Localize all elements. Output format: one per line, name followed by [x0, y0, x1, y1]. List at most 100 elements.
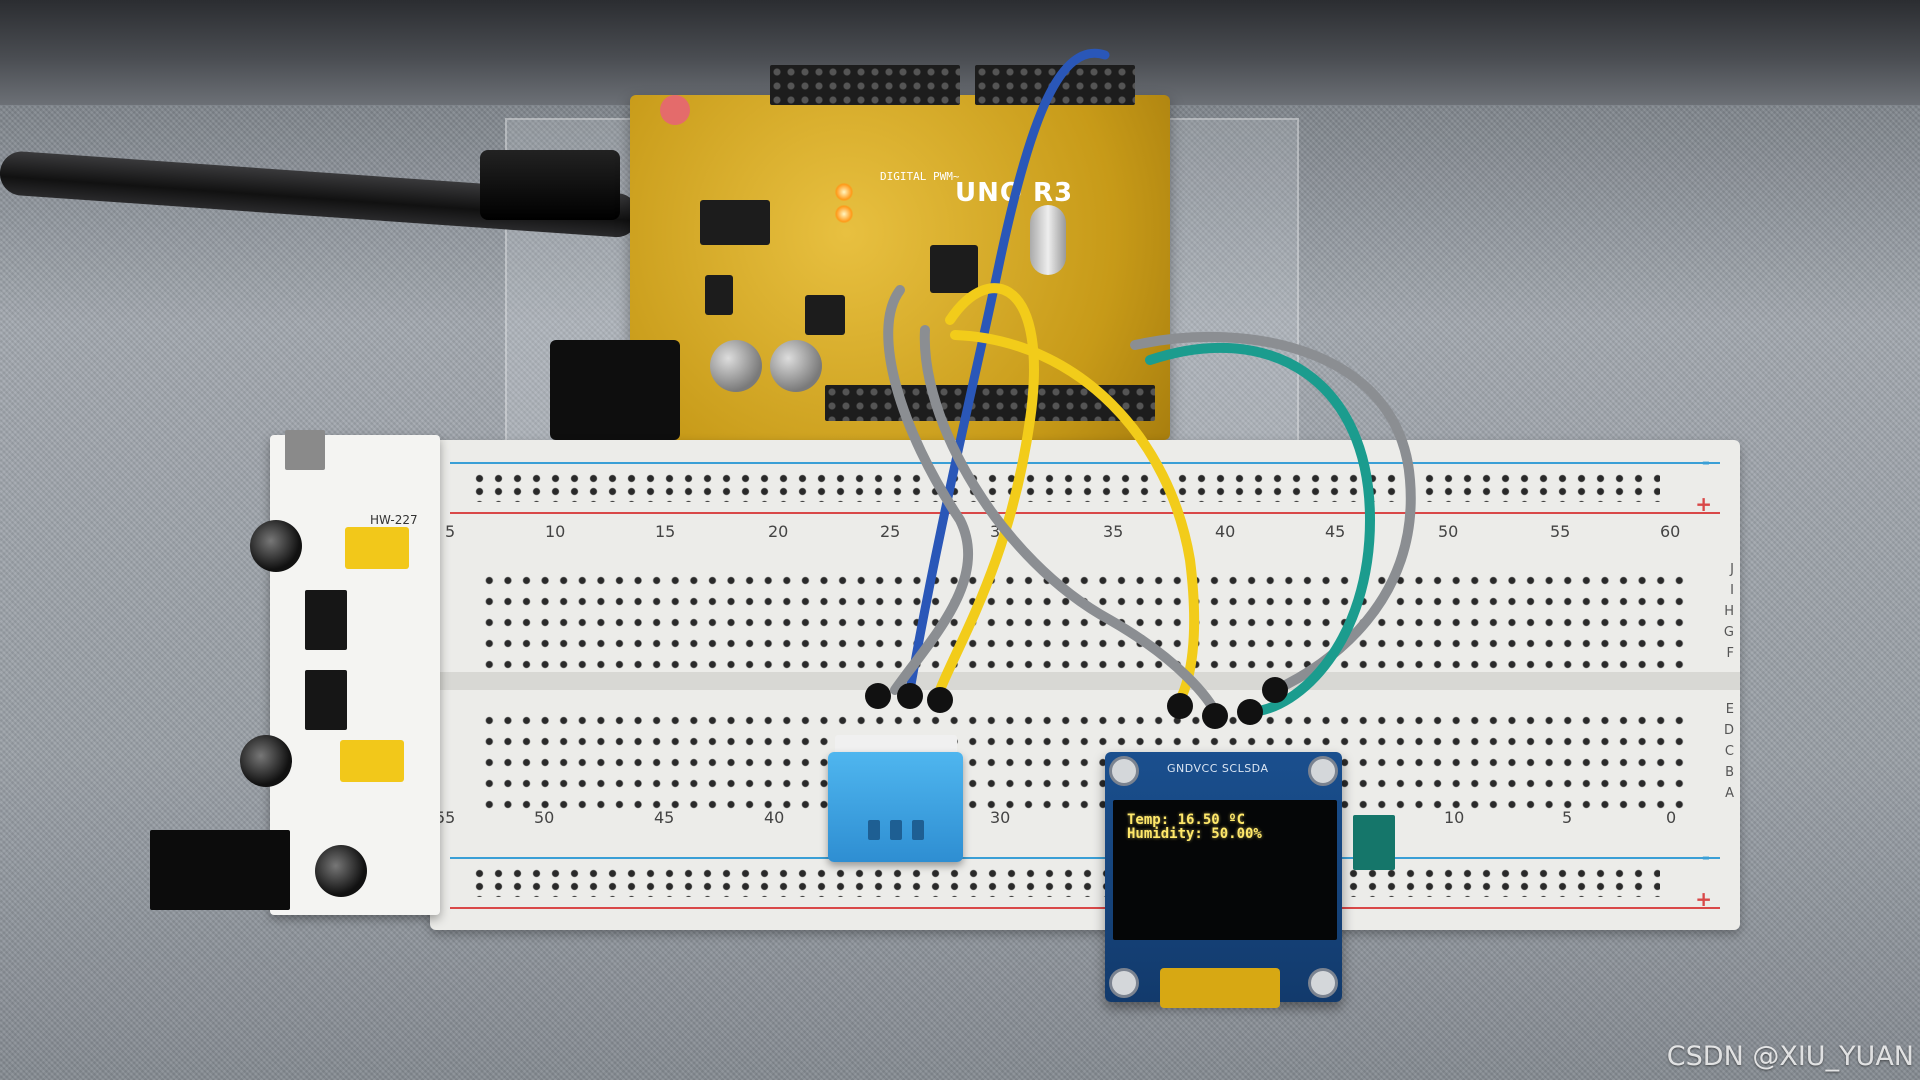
voltage-regulator: [305, 670, 347, 730]
electrolytic-capacitor: [250, 520, 302, 572]
digital-label: DIGITAL PWM~: [880, 170, 960, 183]
rail-holes: [470, 867, 1660, 897]
wire-gray-long: [919, 325, 1220, 717]
mounting-hole: [1308, 756, 1338, 786]
oled-humidity-line: Humidity: 50.00%: [1127, 826, 1262, 842]
row-label: G: [1723, 625, 1734, 640]
usb-chip: [700, 200, 770, 245]
oled-screen: Temp: 16.50 ºC Humidity: 50.00%: [1113, 800, 1337, 940]
electrolytic-capacitor: [315, 845, 367, 897]
dht11-sensor: [828, 752, 963, 862]
monitor-base: [0, 0, 1920, 105]
mounting-hole: [1109, 968, 1139, 998]
column-number: 60: [1660, 522, 1681, 541]
wire-yellow-left: [935, 283, 1039, 695]
capacitor-2: [770, 340, 822, 392]
rail-line-red: [450, 512, 1720, 514]
dc-jack: [550, 340, 680, 440]
wire-end: [927, 687, 953, 713]
oled-temperature-line: Temp: 16.50 ºC: [1127, 812, 1246, 828]
digital-header-left: [770, 65, 960, 105]
row-label: E: [1725, 702, 1734, 717]
column-number: 35: [1103, 522, 1124, 541]
jumper-top: [345, 527, 409, 569]
oled-flex-cable: [1160, 968, 1280, 1008]
psu-model-label: HW-227: [370, 513, 418, 527]
column-number: 50: [534, 808, 555, 827]
column-number: 0: [1666, 808, 1677, 827]
mounting-hole: [1308, 968, 1338, 998]
row-label: F: [1726, 646, 1734, 661]
vent-slot: [890, 820, 902, 840]
vent-slot: [912, 820, 924, 840]
wire-blue: [905, 48, 1110, 695]
terminal-area-lower: [450, 690, 1720, 825]
center-groove: [430, 672, 1740, 690]
column-number: 10: [545, 522, 566, 541]
terminal-holes: [480, 570, 1690, 675]
usb-plug: [480, 150, 620, 220]
row-label: D: [1723, 723, 1734, 738]
column-number: 25: [880, 522, 901, 541]
capacitor-1: [710, 340, 762, 392]
led-1: [835, 183, 853, 201]
row-label: B: [1725, 765, 1734, 780]
wire-end: [1262, 677, 1288, 703]
crystal-oscillator: [1030, 205, 1066, 275]
mounting-hole: [1109, 756, 1139, 786]
small-chip: [805, 295, 845, 335]
microcontroller-chip: [930, 245, 978, 293]
regulator-chip: [705, 275, 733, 315]
wire-end: [865, 683, 891, 709]
green-component: [1353, 815, 1395, 870]
row-label: I: [1730, 583, 1734, 598]
reset-button: [660, 95, 690, 125]
row-label: A: [1725, 786, 1734, 801]
column-number: 45: [654, 808, 675, 827]
rail-line-blue: [450, 462, 1720, 464]
column-number: 15: [655, 522, 676, 541]
wire-gray-left: [883, 285, 974, 695]
led-2: [835, 205, 853, 223]
column-number: 5: [1562, 808, 1573, 827]
row-label: J: [1730, 562, 1734, 577]
column-number: 50: [1438, 522, 1459, 541]
rail-plus-sign: +: [1695, 887, 1712, 911]
rail-line-blue: [450, 857, 1720, 859]
column-number: 55: [435, 808, 456, 827]
jumper-bottom: [340, 740, 404, 782]
watermark: CSDN @XIU_YUAN: [1666, 1041, 1914, 1072]
wire-end: [897, 683, 923, 709]
column-number: 45: [1325, 522, 1346, 541]
power-supply-module: HW-227: [150, 430, 440, 915]
power-rail-bottom: - +: [450, 845, 1720, 915]
wire-end: [1167, 693, 1193, 719]
terminal-holes: [480, 710, 1690, 815]
column-number: 55: [1550, 522, 1571, 541]
column-number: 20: [768, 522, 789, 541]
power-rail-top: - +: [450, 450, 1720, 520]
wire-teal: [1145, 342, 1376, 717]
rail-minus-sign: -: [1701, 450, 1710, 474]
electrolytic-capacitor: [240, 735, 292, 787]
vent-slot: [868, 820, 880, 840]
mini-usb-port: [285, 430, 325, 470]
oled-pin-labels: GNDVCC SCLSDA: [1167, 762, 1269, 775]
rail-line-red: [450, 907, 1720, 909]
dc-jack: [150, 830, 290, 910]
column-number: 10: [1444, 808, 1465, 827]
column-number: 30: [990, 808, 1011, 827]
oled-display-module: GNDVCC SCLSDA Temp: 16.50 ºC Humidity: 5…: [1105, 752, 1342, 1002]
wire-end: [1237, 699, 1263, 725]
wire-end: [1202, 703, 1228, 729]
terminal-area-upper: [450, 550, 1720, 685]
row-label: C: [1724, 744, 1734, 759]
rail-holes: [470, 472, 1660, 502]
column-number: 40: [764, 808, 785, 827]
breadboard: - + 5 10 15 20 25 30 35 40 45 50 55 60 5…: [430, 440, 1740, 930]
column-number: 40: [1215, 522, 1236, 541]
voltage-regulator: [305, 590, 347, 650]
column-number: 5: [445, 522, 456, 541]
rail-plus-sign: +: [1695, 492, 1712, 516]
